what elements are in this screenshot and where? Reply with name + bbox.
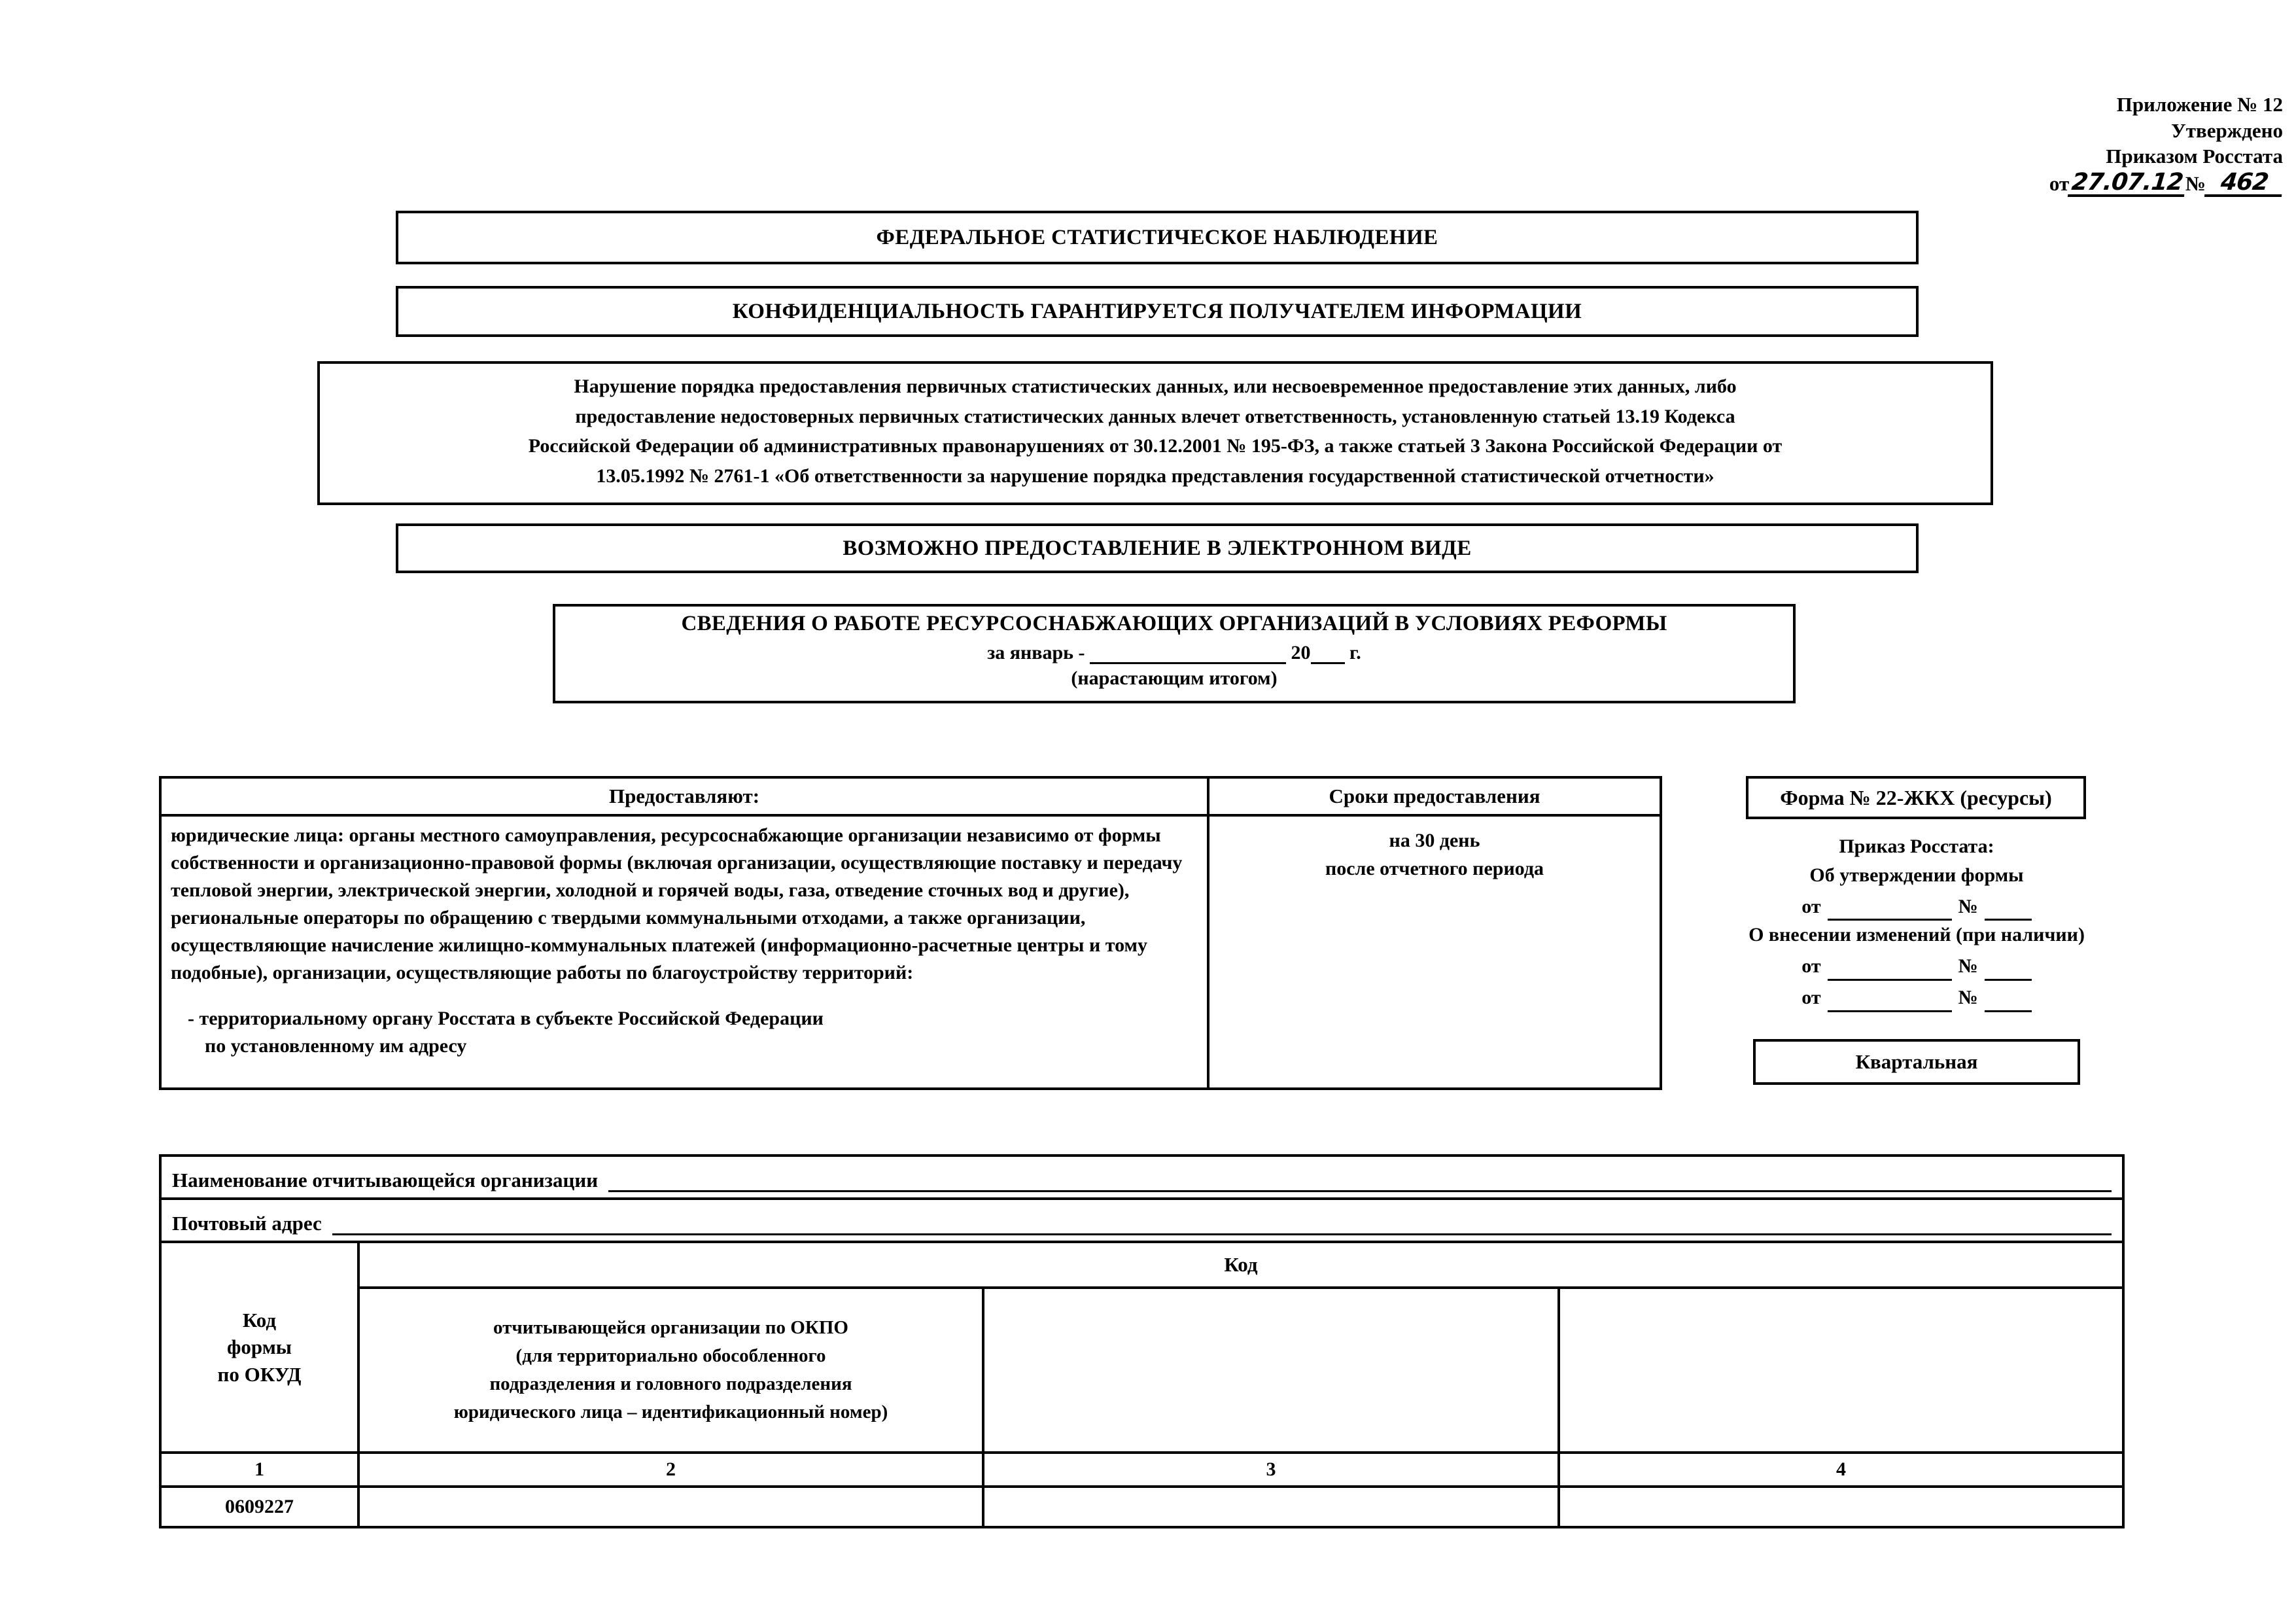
okud-header-cell: Код формы по ОКУД xyxy=(162,1243,360,1451)
order-approval-number-label: № xyxy=(1958,895,1978,917)
postal-address-input[interactable] xyxy=(332,1229,2112,1235)
order-amendment-date-row-1: от № xyxy=(1688,952,2146,981)
order-approval-date-field[interactable] xyxy=(1827,900,1952,921)
column-number-2: 2 xyxy=(360,1454,984,1485)
legal-warning-line-4: 13.05.1992 № 2761-1 «Об ответственности … xyxy=(596,465,1714,487)
okpo-header-line-1: отчитывающейся организации по ОКПО xyxy=(493,1317,848,1339)
postal-address-label: Почтовый адрес xyxy=(172,1212,322,1235)
confidentiality-label: КОНФИДЕНЦИАЛЬНОСТЬ ГАРАНТИРУЕТСЯ ПОЛУЧАТ… xyxy=(732,299,1582,323)
deadline-line-2: после отчетного периода xyxy=(1325,857,1544,879)
okpo-value-cell[interactable] xyxy=(360,1488,984,1526)
form-title-inner: СВЕДЕНИЯ О РАБОТЕ РЕСУРСОСНАБЖАЮЩИХ ОРГА… xyxy=(555,607,1793,690)
form-title-main: СВЕДЕНИЯ О РАБОТЕ РЕСУРСОСНАБЖАЮЩИХ ОРГА… xyxy=(681,612,1667,635)
providers-table: Предоставляют: юридические лица: органы … xyxy=(159,776,1662,1090)
periodicity-box: Квартальная xyxy=(1753,1039,2080,1085)
confidentiality-banner: КОНФИДЕНЦИАЛЬНОСТЬ ГАРАНТИРУЕТСЯ ПОЛУЧАТ… xyxy=(396,286,1919,337)
order-approval-from-label: от xyxy=(1801,895,1821,917)
code-group: Код отчитывающейся организации по ОКПО (… xyxy=(360,1243,2122,1451)
providers-body-text: юридические лица: органы местного самоуп… xyxy=(171,824,1183,983)
order-amendment-number-field-1[interactable] xyxy=(1984,960,2032,981)
order-approval-subject: Об утверждении формы xyxy=(1809,864,2024,886)
providers-column-body: юридические лица: органы местного самоуп… xyxy=(162,817,1207,1087)
form-period-prefix: за январь - xyxy=(987,642,1085,663)
by-order-label: Приказом Росстата xyxy=(2106,145,2283,168)
organization-name-label: Наименование отчитывающейся организации xyxy=(172,1169,599,1192)
order-amendment-number-label-1: № xyxy=(1958,955,1978,978)
form-period-year-field[interactable] xyxy=(1310,644,1345,664)
organization-name-row: Наименование отчитывающейся организации xyxy=(162,1157,2122,1200)
approved-label: Утверждено xyxy=(2171,118,2283,142)
postal-address-row: Почтовый адрес xyxy=(162,1200,2122,1243)
code-value-cell-3[interactable] xyxy=(984,1488,1560,1526)
rosstat-order-block: Приказ Росстата: Об утверждении формы от… xyxy=(1688,832,2146,1012)
okpo-header-line-4: юридического лица – идентификационный но… xyxy=(453,1401,888,1422)
code-subcolumns: отчитывающейся организации по ОКПО (для … xyxy=(360,1289,2122,1451)
providers-bullet-line-2: по установленному им адресу xyxy=(205,1035,467,1057)
deadline-line-1: на 30 день xyxy=(1389,830,1480,851)
organization-name-input[interactable] xyxy=(608,1186,2112,1192)
organization-table: Наименование отчитывающейся организации … xyxy=(159,1154,2125,1528)
column-number-row: 1 2 3 4 xyxy=(162,1451,2122,1488)
order-amendment-date-field-2[interactable] xyxy=(1827,991,1952,1012)
okud-header-line-3: по ОКУД xyxy=(217,1362,302,1386)
legal-warning-box: Нарушение порядка предоставления первичн… xyxy=(317,361,1993,505)
order-amendment-date-field-1[interactable] xyxy=(1827,960,1952,981)
order-approval-date-row: от № xyxy=(1688,892,2146,921)
form-period-year-suffix: г. xyxy=(1349,642,1361,663)
appendix-number: Приложение № 12 xyxy=(2116,93,2283,116)
order-amendment-subject: О внесении изменений (при наличии) xyxy=(1748,924,2085,946)
code-column-3-header xyxy=(984,1289,1560,1451)
federal-observation-banner: ФЕДЕРАЛЬНОЕ СТАТИСТИЧЕСКОЕ НАБЛЮДЕНИЕ xyxy=(396,211,1919,264)
electronic-submission-label: ВОЗМОЖНО ПРЕДОСТАВЛЕНИЕ В ЭЛЕКТРОННОМ ВИ… xyxy=(843,536,1472,560)
form-period-month-field[interactable] xyxy=(1090,644,1287,664)
code-header-grid: Код формы по ОКУД Код отчитывающейся орг… xyxy=(162,1243,2122,1451)
okud-header-line-2: формы xyxy=(226,1335,292,1359)
order-title: Приказ Росстата: xyxy=(1839,836,1994,857)
legal-warning-line-2: предоставление недостоверных первичных с… xyxy=(575,405,1735,427)
okpo-header-cell: отчитывающейся организации по ОКПО (для … xyxy=(360,1289,984,1451)
column-number-3: 3 xyxy=(984,1454,1560,1485)
order-amendment-date-row-2: от № xyxy=(1688,983,2146,1012)
order-amendment-from-label-2: от xyxy=(1801,986,1821,1008)
order-amendment-from-label-1: от xyxy=(1801,955,1821,978)
electronic-submission-banner: ВОЗМОЖНО ПРЕДОСТАВЛЕНИЕ В ЭЛЕКТРОННОМ ВИ… xyxy=(396,523,1919,573)
code-value-cell-4[interactable] xyxy=(1560,1488,2122,1526)
approval-number-value: 462 xyxy=(2204,169,2285,198)
deadline-column: Сроки предоставления на 30 день после от… xyxy=(1209,779,1660,1087)
okpo-header-line-2: (для территориально обособленного xyxy=(515,1345,826,1367)
form-period-year-prefix: 20 xyxy=(1291,642,1311,663)
approval-block: Приложение № 12 Утверждено Приказом Росс… xyxy=(1936,92,2285,198)
approval-from-label: от xyxy=(2049,172,2070,196)
column-number-1: 1 xyxy=(162,1454,360,1485)
federal-observation-label: ФЕДЕРАЛЬНОЕ СТАТИСТИЧЕСКОЕ НАБЛЮДЕНИЕ xyxy=(876,225,1438,249)
legal-warning-line-3: Российской Федерации об административных… xyxy=(528,435,1783,457)
okud-value-cell: 0609227 xyxy=(162,1488,360,1526)
code-column-4-header xyxy=(1560,1289,2122,1451)
deadline-column-header: Сроки предоставления xyxy=(1209,779,1660,817)
providers-bullet-line-1: - территориальному органу Росстата в суб… xyxy=(188,1008,824,1029)
providers-column: Предоставляют: юридические лица: органы … xyxy=(162,779,1209,1087)
approval-date-value: 27.07.12 xyxy=(2068,169,2187,198)
approval-date-row: от 27.07.12 № 462 xyxy=(1936,169,2285,198)
column-number-4: 4 xyxy=(1836,1458,1846,1480)
approval-number-label: № xyxy=(2185,172,2206,196)
form-period-row: за январь - 20 г. xyxy=(555,642,1793,664)
form-number-box: Форма № 22-ЖКХ (ресурсы) xyxy=(1746,776,2086,819)
okpo-header-line-3: подразделения и головного подразделения xyxy=(489,1373,852,1394)
form-cumulative-note: (нарастающим итогом) xyxy=(1071,667,1278,689)
order-approval-number-field[interactable] xyxy=(1984,900,2032,921)
periodicity-label: Квартальная xyxy=(1855,1050,1978,1073)
providers-bullet-item: - территориальному органу Росстата в суб… xyxy=(171,1005,1198,1060)
providers-column-header: Предоставляют: xyxy=(162,779,1207,817)
order-amendment-number-field-2[interactable] xyxy=(1984,991,2032,1012)
code-group-header: Код xyxy=(360,1243,2122,1289)
order-amendment-number-label-2: № xyxy=(1958,986,1978,1008)
deadline-column-body: на 30 день после отчетного периода xyxy=(1209,817,1660,1087)
okud-header-line-1: Код xyxy=(242,1308,277,1332)
legal-warning-line-1: Нарушение порядка предоставления первичн… xyxy=(574,376,1737,397)
form-title-box: СВЕДЕНИЯ О РАБОТЕ РЕСУРСОСНАБЖАЮЩИХ ОРГА… xyxy=(553,604,1796,703)
form-number-label: Форма № 22-ЖКХ (ресурсы) xyxy=(1780,785,2052,809)
table-row: 0609227 xyxy=(162,1488,2122,1526)
legal-warning-text: Нарушение порядка предоставления первичн… xyxy=(320,364,1991,491)
